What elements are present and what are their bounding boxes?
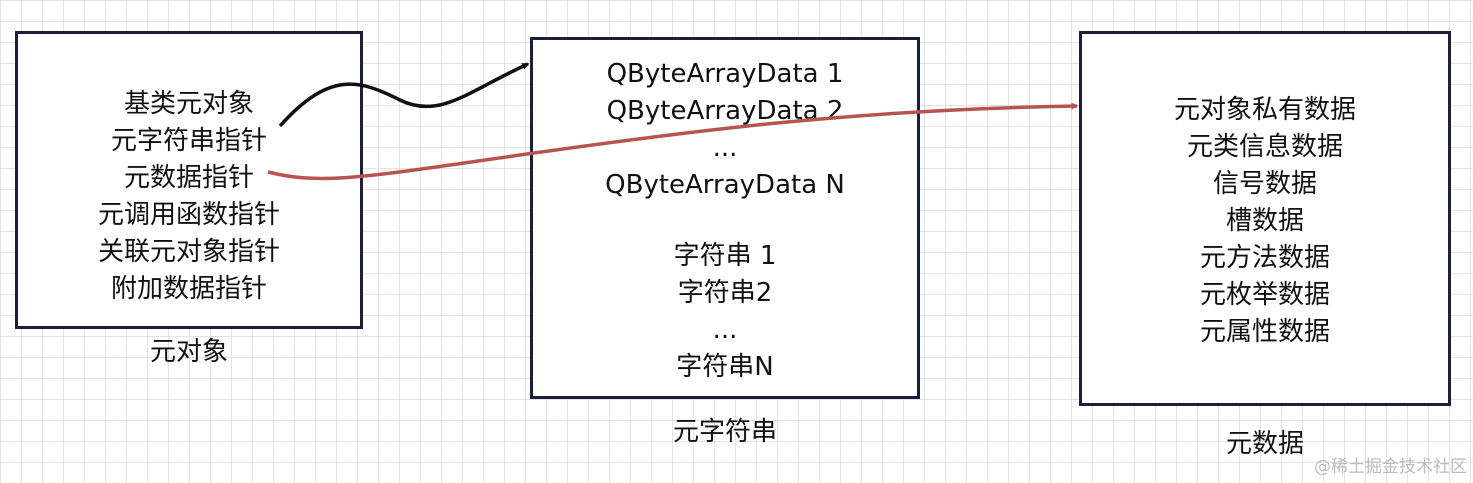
watermark: @稀土掘金技术社区 — [1314, 457, 1467, 477]
string-ellipsis: ... — [712, 315, 738, 345]
meta-string-pointer-item: 元字符串指针 — [110, 126, 267, 156]
meta-data-pointer-item: 元数据指针 — [123, 163, 254, 193]
meta-class-info-data-item: 元类信息数据 — [1186, 132, 1343, 162]
meta-object-caption: 元对象 — [149, 337, 228, 367]
byte-array-ellipsis: ... — [712, 133, 738, 163]
byte-array-data-item: QByteArrayData 2 — [606, 96, 844, 126]
string-item: 字符串 1 — [673, 241, 777, 271]
meta-call-function-pointer-item: 元调用函数指针 — [97, 200, 280, 230]
byte-array-data-item: QByteArrayData N — [605, 170, 845, 200]
meta-string-caption: 元字符串 — [672, 417, 777, 447]
related-meta-objects-pointer-item: 关联元对象指针 — [97, 237, 280, 267]
slot-data-item: 槽数据 — [1225, 206, 1304, 236]
extra-data-pointer-item: 附加数据指针 — [110, 274, 267, 304]
meta-property-data-item: 元属性数据 — [1199, 317, 1330, 347]
meta-data-box: 元对象私有数据 元类信息数据 信号数据 槽数据 元方法数据 元枚举数据 元属性数… — [1079, 31, 1451, 406]
meta-string-box: QByteArrayData 1 QByteArrayData 2 ... QB… — [530, 37, 920, 399]
byte-array-data-item: QByteArrayData 1 — [606, 59, 844, 89]
meta-enum-data-item: 元枚举数据 — [1199, 280, 1330, 310]
string-item: 字符串2 — [677, 278, 773, 308]
meta-object-private-data-item: 元对象私有数据 — [1173, 95, 1356, 125]
string-item: 字符串N — [676, 352, 774, 382]
signal-data-item: 信号数据 — [1212, 169, 1317, 199]
meta-object-box: 基类元对象 元字符串指针 元数据指针 元调用函数指针 关联元对象指针 附加数据指… — [15, 31, 363, 329]
meta-method-data-item: 元方法数据 — [1199, 243, 1330, 273]
meta-data-caption: 元数据 — [1225, 429, 1304, 459]
base-meta-object-item: 基类元对象 — [123, 89, 254, 119]
